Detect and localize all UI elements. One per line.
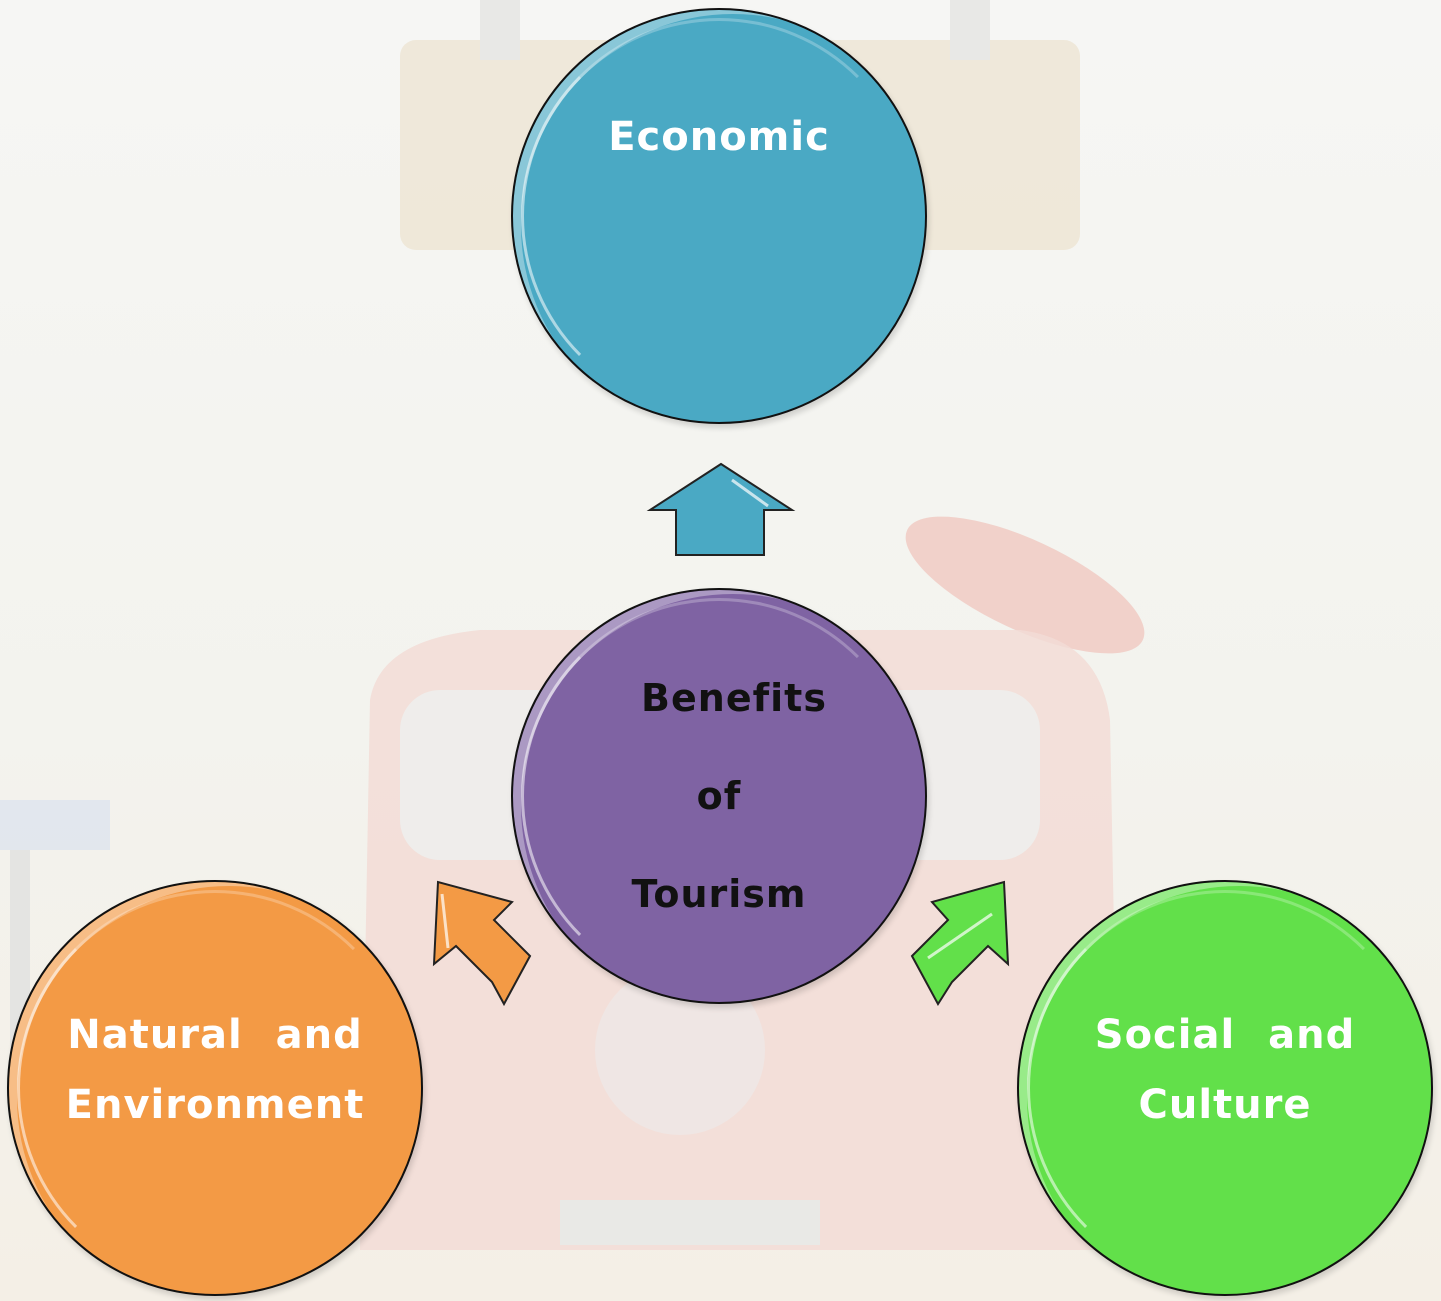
natural-label-line-2: Environment bbox=[65, 1082, 365, 1128]
arrow-to-economic bbox=[646, 462, 796, 556]
arrow-to-economic-shape bbox=[646, 462, 796, 556]
center-label-line-2: of bbox=[696, 774, 742, 818]
arrow-to-social-shape bbox=[910, 880, 1010, 1006]
node-social-culture: Social and Culture bbox=[1017, 880, 1433, 1296]
center-label-line-3: Tourism bbox=[631, 872, 807, 916]
center-label-line-1: Benefits bbox=[641, 676, 827, 720]
node-benefits-of-tourism: Benefits of Tourism bbox=[511, 588, 927, 1004]
arrow-to-natural bbox=[432, 880, 532, 1007]
social-label-line-1: Social and bbox=[1094, 1012, 1356, 1058]
node-economic: Economic bbox=[511, 8, 927, 424]
node-natural-environment: Natural and Environment bbox=[7, 880, 423, 1296]
natural-label-line-1: Natural and bbox=[67, 1012, 363, 1058]
arrow-to-natural-shape bbox=[432, 880, 532, 1007]
economic-label: Economic bbox=[608, 114, 830, 160]
arrow-to-social bbox=[910, 880, 1010, 1006]
social-label-line-2: Culture bbox=[1138, 1082, 1312, 1128]
